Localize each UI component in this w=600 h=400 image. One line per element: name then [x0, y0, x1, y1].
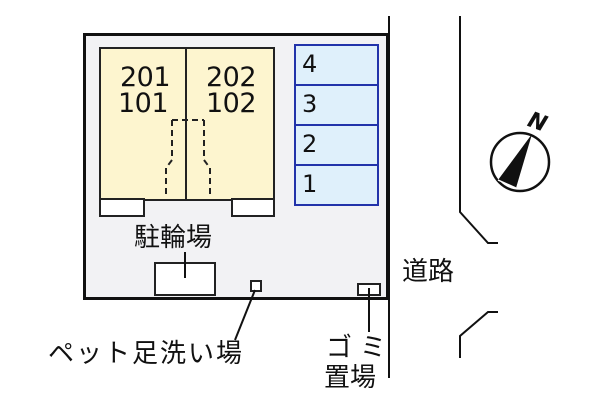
unit-202-label: 202 [205, 62, 257, 93]
pet-foot-wash-label: ペット足洗い場 [48, 339, 245, 369]
garbage-area-leader [368, 288, 370, 332]
parking-slot-3: 3 [296, 86, 377, 126]
unit-divider [185, 47, 187, 201]
garbage-area-label-line2: 置場 [324, 363, 377, 393]
parking-slot-2: 2 [296, 126, 377, 166]
parking-slot-4: 4 [296, 46, 377, 86]
pet-foot-wash-leader [234, 289, 256, 341]
bicycle-parking-label: 駐輪場 [134, 223, 213, 253]
unit-102-label: 102 [205, 88, 257, 119]
entrance-pad-left [99, 198, 145, 217]
property-line [388, 16, 390, 378]
unit-101-label: 101 [117, 88, 169, 119]
entrance-pad-right [231, 198, 275, 217]
unit-201-label: 201 [119, 62, 171, 93]
bicycle-parking-leader [184, 252, 186, 278]
road-label: 道路 [402, 257, 455, 287]
building-units [99, 47, 275, 201]
parking-slot-1: 1 [302, 170, 318, 198]
stairs-dashed-outline [165, 119, 211, 198]
garbage-area-label-line1: ゴミ [326, 333, 395, 363]
road-edge [459, 16, 498, 358]
north-arrow-icon [489, 131, 551, 193]
parking-area: 4 3 2 1 [294, 44, 379, 206]
pet-foot-wash-marker [250, 280, 262, 292]
